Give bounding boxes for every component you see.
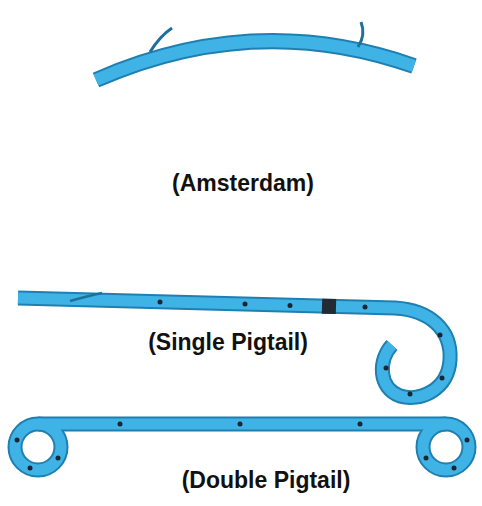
stent-flap: [358, 22, 363, 47]
double-pigtail-stent: [38, 419, 446, 430]
stent-label: (Single Pigtail): [148, 329, 308, 355]
single-pigtail-stent: [18, 298, 450, 398]
double-pigtail-outline: [38, 417, 446, 432]
pigtail-loop: [15, 424, 61, 470]
marker-band: [322, 299, 336, 314]
amsterdam-stent: [96, 41, 414, 80]
single-pigtail-outline: [18, 298, 450, 398]
amsterdam-stent-outline: [96, 41, 414, 80]
double-pigtail-outline: [423, 424, 469, 470]
stent-flap: [70, 293, 102, 301]
stent-flap: [150, 28, 172, 52]
pigtail-loop: [423, 424, 469, 470]
stent-label: (Double Pigtail): [182, 467, 351, 493]
stent-label: (Amsterdam): [172, 170, 314, 196]
drainage-holes: [15, 300, 470, 471]
double-pigtail-outline: [15, 424, 61, 470]
